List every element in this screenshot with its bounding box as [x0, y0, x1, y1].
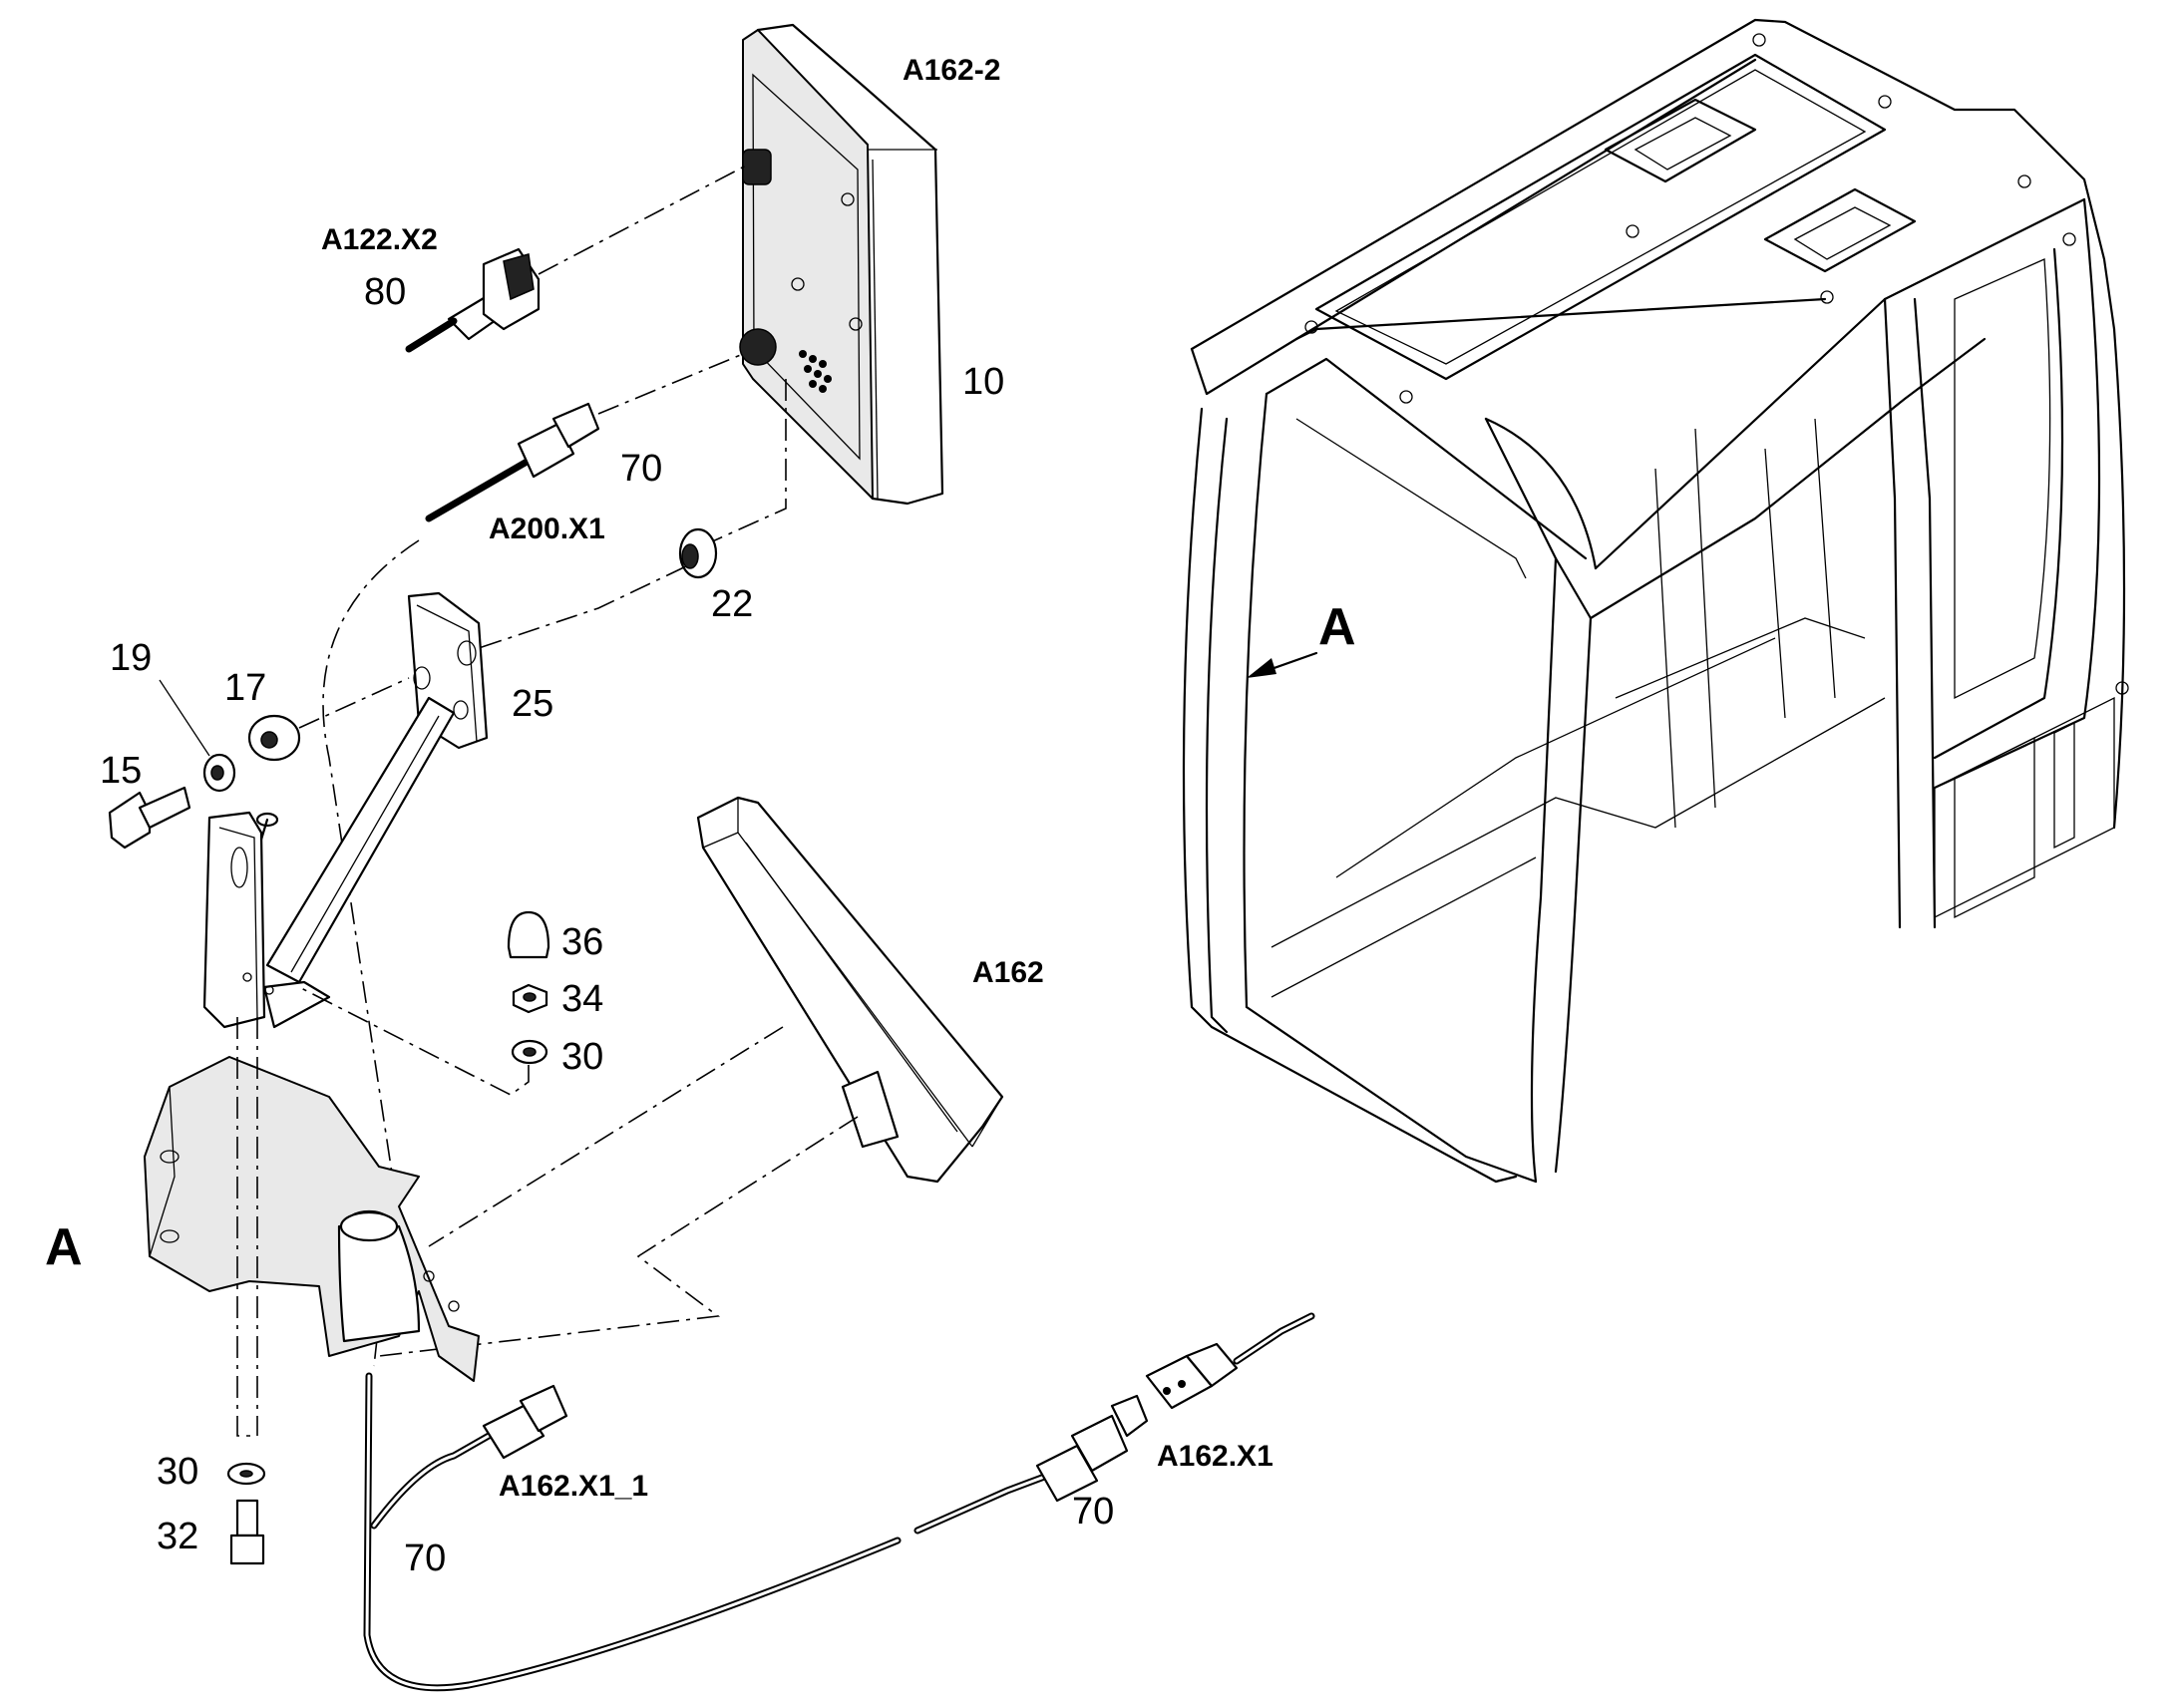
- screw-number-label: 32: [157, 1516, 198, 1557]
- connector-a162-x1-label: A162.X1: [1157, 1440, 1273, 1473]
- cap-nut-number-label: 36: [561, 921, 603, 963]
- connector-a162-x1-1-label: A162.X1_1: [499, 1470, 648, 1503]
- bracket: [202, 591, 489, 1029]
- nut-number-label: 34: [561, 978, 603, 1020]
- view-a-detail-label: A: [45, 1218, 83, 1276]
- monitor-a162-2: [739, 23, 944, 506]
- washer-30-top: [511, 1039, 548, 1065]
- washer-30-bottom: [226, 1462, 266, 1486]
- main-cable: [363, 1372, 1051, 1692]
- connector-a122-number-label: 80: [364, 271, 406, 313]
- socket-screw: [229, 1499, 265, 1565]
- cable-top-number-label: 70: [620, 448, 662, 490]
- washer-17-number-label: 17: [224, 667, 266, 709]
- mating-connector: [1145, 1312, 1315, 1410]
- connector-a162-x1-1: [482, 1384, 568, 1460]
- bolt-number-label: 15: [100, 750, 142, 792]
- monitor-number-label: 10: [962, 361, 1004, 403]
- connector-a122-x2: [405, 247, 541, 353]
- connector-a122-x2-label: A122.X2: [321, 223, 438, 256]
- display-a162-label: A162: [972, 956, 1044, 989]
- view-a-cab-label: A: [1318, 598, 1356, 656]
- view-a-arrow: A: [1247, 598, 1356, 678]
- hex-nut: [512, 983, 548, 1014]
- connector-a162-x1: [1035, 1394, 1149, 1503]
- small-screw: [255, 812, 279, 842]
- cable-right-number-label: 70: [1072, 1491, 1114, 1533]
- grommet-number-label: 22: [711, 583, 753, 625]
- washer-30-top-number-label: 30: [561, 1036, 603, 1078]
- connector-a200-x1: [425, 402, 600, 522]
- speaker-grille: [799, 350, 832, 393]
- mount-base: [144, 1056, 480, 1382]
- monitor-a162-2-label: A162-2: [903, 54, 1000, 87]
- cap-nut: [507, 910, 550, 959]
- grommet: [678, 527, 718, 579]
- washer-19: [202, 753, 236, 793]
- cable-left-number-label: 70: [404, 1537, 446, 1579]
- washer-19-number-label: 19: [110, 637, 152, 679]
- connector-a200-x1-label: A200.X1: [489, 512, 605, 545]
- washer-17: [247, 714, 301, 762]
- washer-30-bottom-number-label: 30: [157, 1451, 198, 1493]
- bolt: [108, 786, 191, 850]
- operator-cab: [1182, 18, 2129, 1184]
- bracket-number-label: 25: [512, 683, 553, 725]
- display-a162: [696, 796, 1004, 1184]
